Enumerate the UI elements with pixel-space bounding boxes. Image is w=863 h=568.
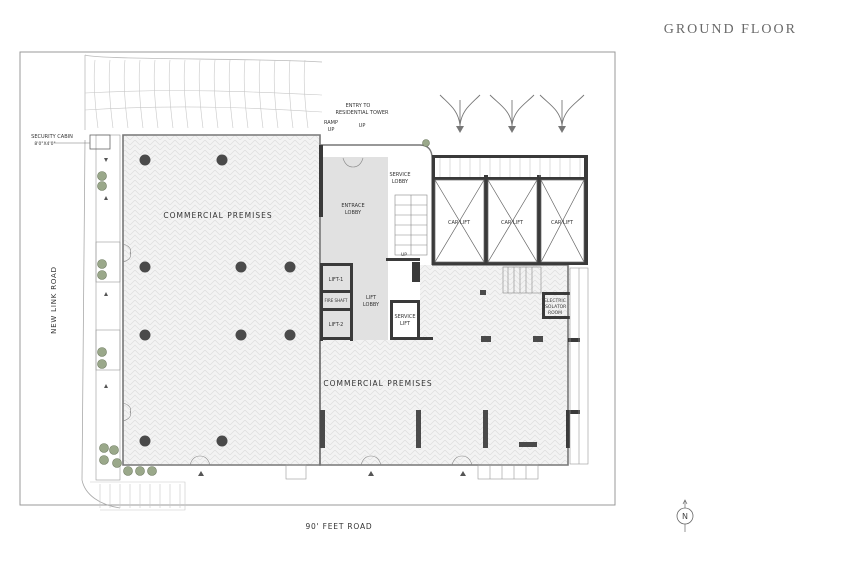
drive-hatching — [84, 59, 323, 129]
car-lift-boxes — [434, 179, 585, 263]
service-lift-label-1: SERVICE — [394, 314, 415, 320]
commercial-floor-left — [123, 135, 320, 465]
drawing-title: GROUND FLOOR — [663, 22, 797, 37]
right-ramp — [569, 267, 589, 465]
entrance-lobby-label-1: ENTRACE — [341, 203, 364, 209]
ramp-label-2: UP — [328, 127, 335, 133]
lift-2-label: LIFT-2 — [329, 322, 344, 328]
side-doors — [122, 157, 473, 466]
storefront-strip — [285, 464, 539, 480]
trees — [97, 139, 430, 476]
electric-room-label-2: ISOLATOR — [544, 304, 566, 310]
security-cabin-label-1: SECURITY CABIN — [31, 134, 73, 140]
commercial-premises-top-label: COMMERCIAL PREMISES — [163, 211, 272, 220]
security-cabin-label-2: 8'0"X4'0" — [34, 141, 55, 147]
electric-room-label-3: ROOM — [548, 310, 562, 316]
electric-room-label-1: ELECTRIC — [544, 298, 566, 304]
entry-arrowheads — [456, 126, 566, 133]
corner-hatching — [90, 481, 186, 511]
service-lift-label-2: LIFT — [400, 321, 411, 327]
fire-shaft-label: FIRE SHAFT — [324, 298, 348, 303]
commercial-premises-bottom-label: COMMERCIAL PREMISES — [323, 379, 432, 388]
north-label: N — [682, 512, 688, 521]
lift-1-label: LIFT-1 — [329, 277, 344, 283]
ramp-label-1: RAMP — [324, 120, 338, 126]
car-lift-label-1: CAR LIFT — [448, 220, 471, 226]
new-link-road-label: NEW LINK ROAD — [50, 266, 58, 334]
car-lift-label-3: CAR LIFT — [551, 220, 574, 226]
entrance-lobby-label-2: LOBBY — [345, 210, 362, 216]
entry-label-2: RESIDENTIAL TOWER — [336, 110, 389, 116]
lift-lobby-label-2: LOBBY — [363, 302, 380, 308]
entry-label-1: ENTRY TO — [346, 103, 371, 109]
security-cabin — [89, 134, 111, 150]
car-lift-label-2: CAR LIFT — [501, 220, 524, 226]
ramp-hatching — [439, 158, 581, 177]
columns — [139, 154, 543, 448]
service-lobby-label-2: LOBBY — [392, 179, 409, 185]
plot-outline — [84, 54, 323, 130]
service-lobby-label-1: SERVICE — [389, 172, 410, 178]
staircase — [394, 194, 428, 256]
stair-up-label: UP — [401, 252, 407, 258]
feet-road-label: 90' FEET ROAD — [305, 522, 372, 531]
direction-markers — [104, 158, 466, 476]
north-arrow-icon: N — [676, 499, 694, 532]
lift-lobby-label-1: LIFT — [366, 295, 377, 301]
staircase-right — [502, 266, 542, 294]
site-boundary — [19, 51, 616, 506]
up-label: UP — [359, 123, 366, 129]
left-road-edge — [81, 139, 121, 509]
entrance-lobby-area — [320, 157, 388, 340]
walls — [319, 145, 588, 448]
entry-arches — [439, 94, 585, 130]
